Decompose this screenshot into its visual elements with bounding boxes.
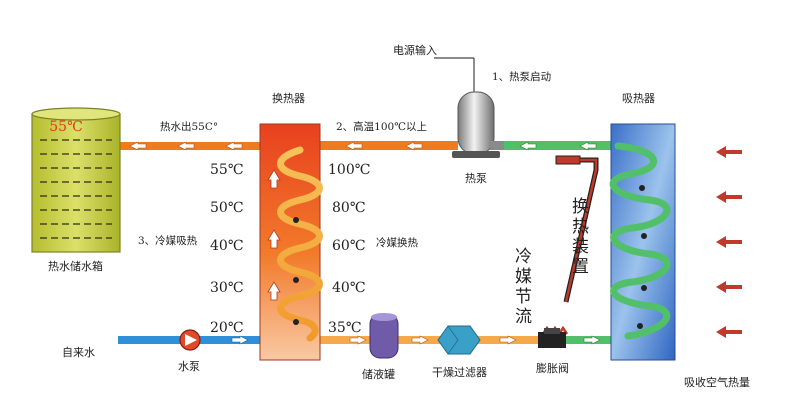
filter-label: 干燥过滤器 xyxy=(432,366,487,379)
hot-water-out-label: 热水出55C° xyxy=(160,120,218,133)
tap-water-label: 自来水 xyxy=(62,346,95,359)
step3-label: 3、冷媒吸热 xyxy=(138,234,198,247)
flow-arrows xyxy=(129,141,517,345)
suction-pipe xyxy=(500,141,614,150)
refrigerant-throttle-char-2: 媒 xyxy=(515,267,532,287)
air-heat-arrows xyxy=(716,146,742,338)
tap-water-arrows xyxy=(231,335,249,345)
refrigerant-throttle-char-1: 冷 xyxy=(515,247,532,267)
heat-exchange-device-char-1: 换 xyxy=(572,197,589,217)
left-temp-20: 20℃ xyxy=(210,320,243,336)
heat-exchange-device-char-2: 热 xyxy=(572,217,589,237)
expansion-valve-label: 膨胀阀 xyxy=(536,361,569,375)
tank-label: 热水储水箱 xyxy=(48,259,103,273)
right-temp-60: 60℃ xyxy=(332,238,365,254)
green-flow-arrows xyxy=(519,141,601,345)
liquid-receiver xyxy=(369,313,399,359)
right-temp-40: 40℃ xyxy=(332,280,365,296)
receiver-label: 储液罐 xyxy=(362,367,395,381)
high-temp-refrigerant-pipe xyxy=(318,141,458,150)
left-temp-55: 55℃ xyxy=(210,162,243,178)
hot-water-tank: 55℃ xyxy=(31,107,121,253)
absorb-air-heat-label: 吸收空气热量 xyxy=(684,375,750,389)
heat-exchanger xyxy=(259,123,323,361)
heat-pump-compressor xyxy=(434,57,504,158)
heat-exchange-device-char-3: 装 xyxy=(572,237,589,257)
heat-pump-label: 热泵 xyxy=(465,172,487,185)
left-temp-40: 40℃ xyxy=(210,238,243,254)
refrigerant-exchange-label: 冷媒换热 xyxy=(376,236,418,249)
refrigerant-throttle-char-3: 节 xyxy=(515,287,532,307)
drying-filter xyxy=(437,325,481,355)
power-input-label: 电源输入 xyxy=(393,43,437,57)
right-temp-80: 80℃ xyxy=(332,200,365,216)
right-temp-35: 35℃ xyxy=(328,320,361,336)
expansion-valve xyxy=(538,328,566,348)
heat-absorber xyxy=(609,123,676,361)
water-pump-label: 水泵 xyxy=(178,360,200,373)
left-temp-30: 30℃ xyxy=(210,280,243,296)
heat-exchanger-label: 换热器 xyxy=(272,91,305,105)
water-pump xyxy=(179,329,201,351)
tank-temperature: 55℃ xyxy=(49,119,82,135)
absorber-label: 吸热器 xyxy=(622,92,655,105)
absorber-coil xyxy=(609,142,671,340)
refrigerant-throttle-char-4: 流 xyxy=(515,307,532,327)
liquid-line-pipe xyxy=(318,336,540,344)
exchanger-coil xyxy=(277,146,323,342)
heat-exchange-device-char-4: 置 xyxy=(572,257,589,277)
step2-label: 2、高温100℃以上 xyxy=(336,120,427,133)
left-temp-50: 50℃ xyxy=(210,200,243,216)
right-temp-100: 100℃ xyxy=(328,162,370,178)
step1-label: 1、热泵启动 xyxy=(492,70,551,83)
